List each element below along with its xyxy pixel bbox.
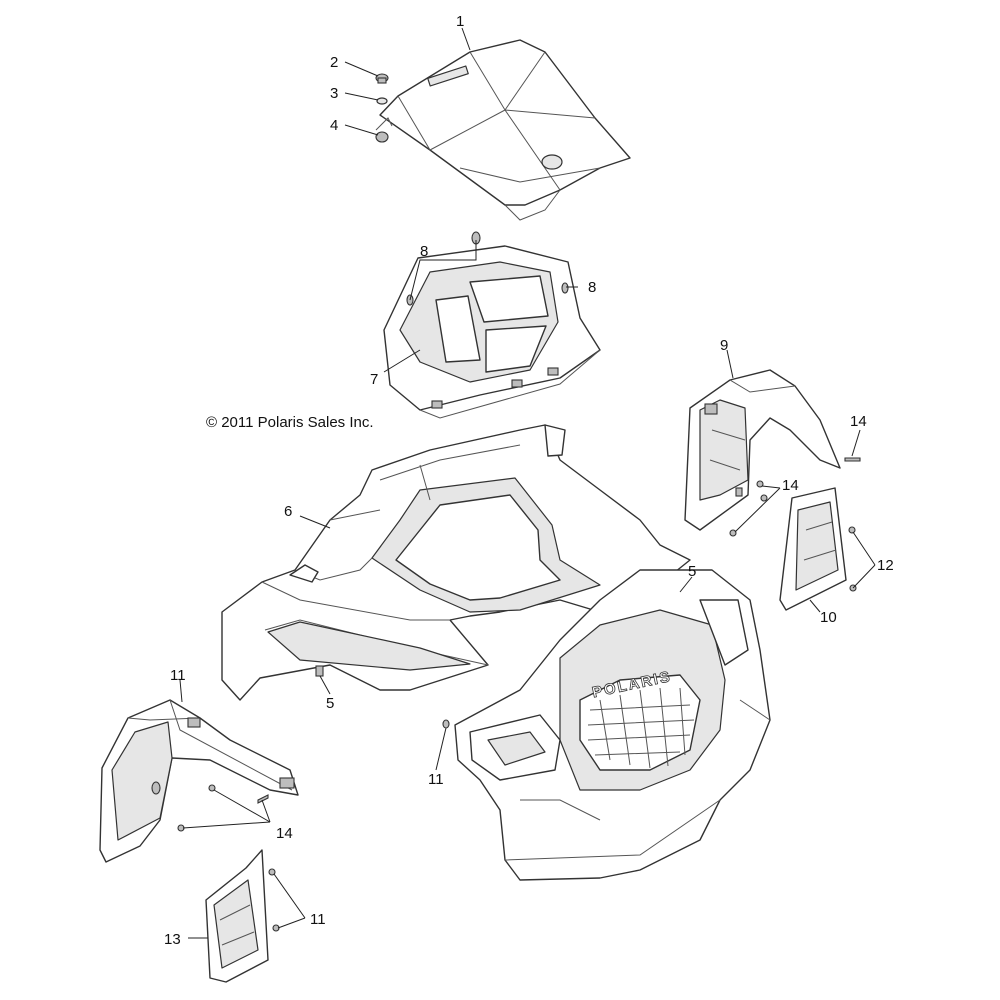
- part-14-bolts-left: [177, 784, 269, 832]
- part-10-left-fender: [99, 699, 299, 863]
- callout-3: 3: [330, 85, 338, 102]
- callout-1: 1: [456, 13, 464, 30]
- callout-11-right: 10: [820, 609, 837, 626]
- callout-12: 12: [877, 557, 894, 574]
- leader-lines: [179, 27, 876, 939]
- callout-14-left: 14: [276, 825, 293, 842]
- callout-2: 2: [330, 54, 338, 71]
- callout-5-left: 5: [326, 695, 334, 712]
- callout-4: 4: [330, 117, 338, 134]
- front-grille-assembly: POLARIS: [454, 569, 771, 881]
- part-7-storage-tray: [383, 245, 601, 419]
- callout-13: 13: [164, 931, 181, 948]
- callout-7: 7: [370, 371, 378, 388]
- part-1-top-cover: [379, 39, 631, 221]
- part-13-left-mud-flap: [205, 849, 269, 983]
- callout-5-right: 5: [688, 563, 696, 580]
- callout-11-grille: 11: [428, 771, 444, 788]
- part-3-washer: [376, 97, 388, 105]
- copyright-notice: © 2011 Polaris Sales Inc.: [206, 414, 374, 431]
- callout-10: 11: [170, 667, 186, 684]
- part-9-right-fender: [684, 369, 841, 531]
- part-11-screws-right: [442, 526, 857, 729]
- part-4-grommet: [375, 117, 393, 143]
- callout-8-right: 8: [588, 279, 596, 296]
- callout-8-left: 8: [420, 243, 428, 260]
- callout-11-left: 11: [310, 911, 326, 928]
- callout-14-top-right: 14: [850, 413, 867, 430]
- part-14-bolts-right: [729, 457, 861, 537]
- part-2-fastener: [375, 73, 389, 84]
- part-12-right-mud-flap: [779, 487, 847, 611]
- callout-14-mid-right: 14: [782, 477, 799, 494]
- callout-labels: 1 2 3 4 8 8 7 9 14 14 6 5 5 11 12 10 11 …: [164, 13, 894, 948]
- callout-9: 9: [720, 337, 728, 354]
- part-6-hood: [221, 424, 691, 701]
- callout-6: 6: [284, 503, 292, 520]
